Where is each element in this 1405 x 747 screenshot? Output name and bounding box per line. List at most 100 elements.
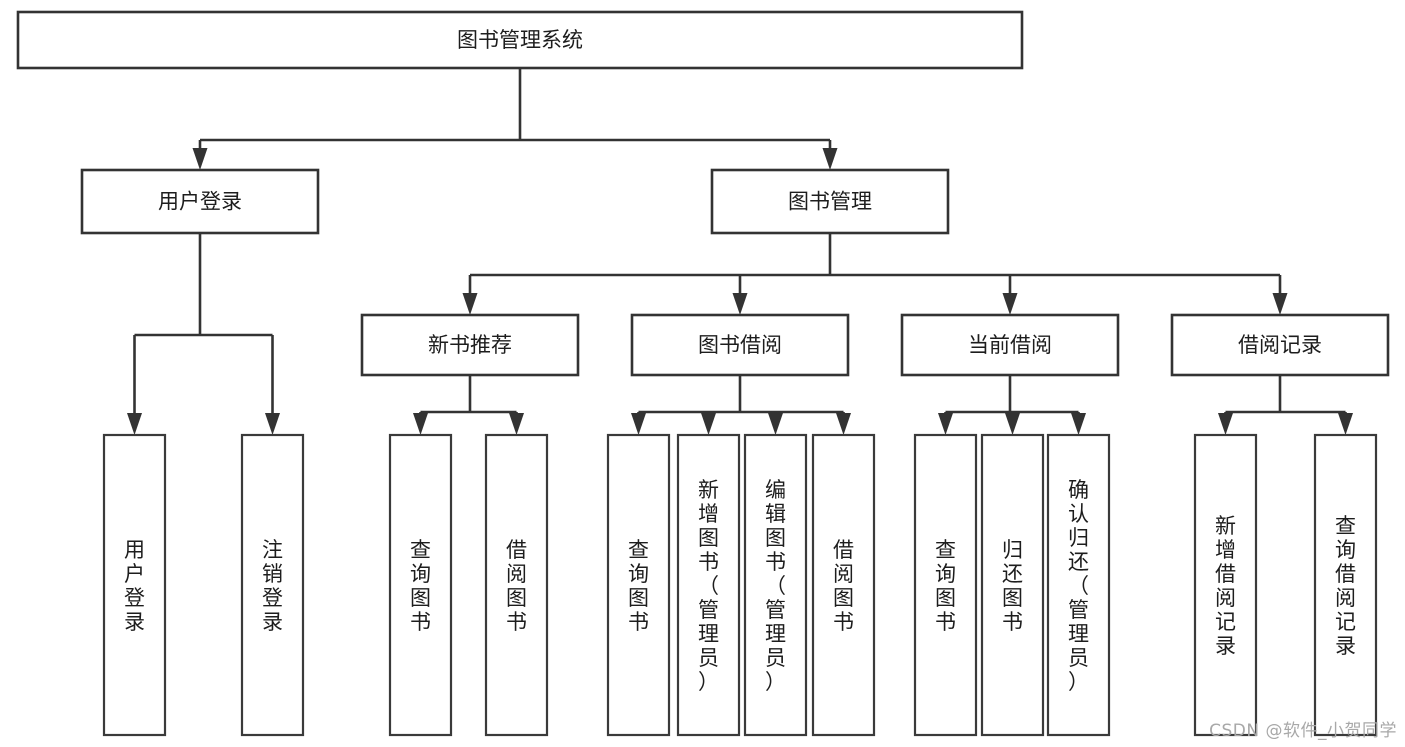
node-label-char: 管 — [1068, 598, 1089, 622]
node-label-char: 阅 — [833, 562, 854, 586]
node-box — [1170, 313, 1390, 377]
node-l3-3[interactable]: 借阅记录 — [1170, 313, 1390, 377]
node-label-char: 新 — [698, 478, 719, 502]
node-l3-0-leaf-0[interactable]: 查询图书查询图书 — [388, 433, 453, 737]
l3-1-leaf-0-arrowhead — [631, 413, 646, 435]
node-l3-1-leaf-3[interactable]: 借阅图书借阅图书 — [811, 433, 876, 737]
node-box — [811, 433, 876, 737]
node-label-char: 新 — [1215, 514, 1236, 538]
node-label-char: 阅 — [506, 562, 527, 586]
node-label-char: 询 — [1335, 538, 1356, 562]
l2-1-to-l3-2-arrowhead — [1002, 293, 1018, 315]
node-label-char: 图 — [833, 586, 854, 610]
node-l2-0[interactable]: 用户登录 — [80, 168, 320, 235]
node-label-char: 书 — [765, 550, 786, 574]
node-label-char: 书 — [833, 610, 854, 634]
node-box — [16, 10, 1024, 70]
node-label-char: 查 — [1335, 514, 1356, 538]
node-label-char: 书 — [628, 610, 649, 634]
node-label-char: 借 — [1335, 562, 1356, 586]
node-label-char: 员 — [765, 646, 786, 670]
l3-0-leaf-0-arrowhead — [413, 413, 428, 435]
node-l3-2[interactable]: 当前借阅 — [900, 313, 1120, 377]
node-label-char: 阅 — [1335, 586, 1356, 610]
l2-1-to-l3-3-arrowhead — [1272, 293, 1288, 315]
node-label-char: 书 — [698, 550, 719, 574]
node-label-char: 归 — [1068, 526, 1089, 550]
node-label: 图书管理系统 — [457, 28, 583, 52]
node-label-char: 录 — [124, 610, 145, 634]
l3-3-leaf-1-arrowhead — [1338, 413, 1353, 435]
node-box — [1313, 433, 1378, 737]
node-label-char: 询 — [410, 562, 431, 586]
node-label-char: 辑 — [765, 502, 786, 526]
node-l2-0-leaf-0[interactable]: 用户登录用户登录 — [102, 433, 167, 737]
node-l3-3-leaf-0[interactable]: 新增借阅记录新增借阅记录 — [1193, 433, 1258, 737]
node-label-char: 借 — [1215, 562, 1236, 586]
node-label-char: ） — [765, 670, 786, 694]
node-label-char: 认 — [1068, 502, 1089, 526]
node-label-char: 增 — [1215, 538, 1236, 562]
node-label: 图书借阅 — [698, 333, 782, 357]
node-label-char: 增 — [698, 502, 719, 526]
node-root[interactable]: 图书管理系统 — [16, 10, 1024, 70]
node-label-char: 归 — [1002, 538, 1023, 562]
node-label-char: ） — [698, 670, 719, 694]
node-label-char: 查 — [628, 538, 649, 562]
l2-1-to-l3-0-arrowhead — [462, 293, 478, 315]
node-label-char: 图 — [1002, 586, 1023, 610]
node-label-char: 员 — [698, 646, 719, 670]
node-label-char: 借 — [506, 538, 527, 562]
node-label-char: 用 — [124, 538, 145, 562]
node-box — [900, 313, 1120, 377]
node-label-char: 书 — [935, 610, 956, 634]
node-label-char: 记 — [1215, 610, 1236, 634]
node-label-char: 询 — [628, 562, 649, 586]
node-label-char: 图 — [506, 586, 527, 610]
l3-2-leaf-1-arrowhead — [1005, 413, 1020, 435]
l2-0-leaf-0-arrowhead — [127, 413, 142, 435]
node-label-char: （ — [698, 574, 719, 598]
node-l2-0-leaf-1[interactable]: 注销登录注销登录 — [240, 433, 305, 737]
l3-1-leaf-3-arrowhead — [836, 413, 851, 435]
node-label-char: 编 — [765, 478, 786, 502]
node-box — [388, 433, 453, 737]
node-l3-1[interactable]: 图书借阅 — [630, 313, 850, 377]
node-l3-1-leaf-0[interactable]: 查询图书查询图书 — [606, 433, 671, 737]
root-to-l2-1-arrowhead — [822, 148, 838, 170]
node-box — [1046, 433, 1111, 737]
node-l3-3-leaf-1[interactable]: 查询借阅记录查询借阅记录 — [1313, 433, 1378, 737]
node-label: 当前借阅 — [968, 333, 1052, 357]
node-l3-2-leaf-1[interactable]: 归还图书归还图书 — [980, 433, 1045, 737]
node-label-char: 确 — [1068, 478, 1089, 502]
node-l3-0[interactable]: 新书推荐 — [360, 313, 580, 377]
node-box — [240, 433, 305, 737]
l3-2-leaf-2-arrowhead — [1071, 413, 1086, 435]
node-label-char: 注 — [262, 538, 283, 562]
node-label-char: 书 — [506, 610, 527, 634]
node-l2-1[interactable]: 图书管理 — [710, 168, 950, 235]
node-label-char: 借 — [833, 538, 854, 562]
node-label-char: 阅 — [1215, 586, 1236, 610]
node-label-char: 图 — [628, 586, 649, 610]
node-l3-2-leaf-0[interactable]: 查询图书查询图书 — [913, 433, 978, 737]
node-label-char: 销 — [262, 562, 283, 586]
node-l3-0-leaf-1[interactable]: 借阅图书借阅图书 — [484, 433, 549, 737]
node-label-char: 录 — [1335, 634, 1356, 658]
node-label-char: 户 — [124, 562, 145, 586]
node-box — [676, 433, 741, 737]
node-label-char: 书 — [410, 610, 431, 634]
node-label-char: 理 — [1068, 622, 1089, 646]
node-label-char: 登 — [124, 586, 145, 610]
node-label-char: 图 — [410, 586, 431, 610]
node-label-char: 查 — [935, 538, 956, 562]
node-label-char: （ — [765, 574, 786, 598]
node-label-char: 理 — [765, 622, 786, 646]
l3-2-leaf-0-arrowhead — [938, 413, 953, 435]
node-label-char: 管 — [698, 598, 719, 622]
